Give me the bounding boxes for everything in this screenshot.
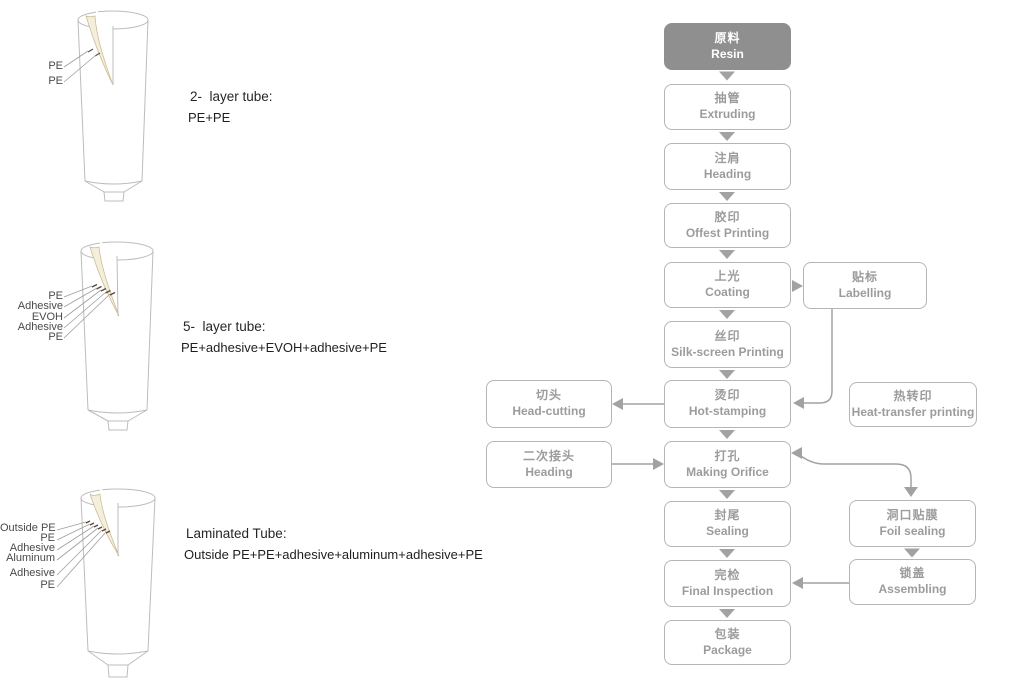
arrow-resin-extruding	[719, 71, 735, 81]
tube3-layer-label: Adhesive	[9, 542, 55, 554]
tube2-composition: PE+adhesive+EVOH+adhesive+PE	[181, 340, 387, 355]
flow-node-head-cutting-zh: 切头	[535, 388, 562, 403]
tube2-layer-label: PE	[48, 290, 63, 302]
flow-node-assembling-en: Assembling	[878, 582, 947, 596]
flow-node-heat-transfer-printing: 热转印 Heat-transfer printing	[849, 382, 977, 427]
flow-node-hot-stamping-zh: 烫印	[714, 388, 741, 403]
flow-node-sealing-en: Sealing	[706, 524, 749, 538]
flow-node-assembling: 锁盖 Assembling	[849, 559, 976, 605]
tube-2layer-drawing	[63, 10, 149, 202]
flow-node-package-en: Package	[703, 642, 752, 657]
tube3-layer-label: Outside PE	[0, 522, 56, 534]
tube3-layer-label: Aluminum	[6, 552, 55, 564]
flow-node-extruding-en: Extruding	[699, 107, 756, 121]
flow-node-silk-screen-en: Silk-screen Printing	[671, 344, 784, 359]
flow-node-coating-zh: 上光	[714, 269, 741, 284]
flow-node-sealing-zh: 封尾	[714, 508, 741, 523]
tube-laminated-drawing	[56, 488, 156, 678]
flow-node-silk-screen-printing: 丝印 Silk-screen Printing	[664, 321, 791, 368]
arrow-foil-assembling	[904, 548, 920, 558]
flow-node-heading-en: Heading	[703, 166, 752, 181]
flow-node-foil-sealing-zh: 洞口贴膜	[886, 507, 939, 522]
tube1-layer-label: PE	[48, 60, 63, 72]
flow-node-hot-stamping: 烫印 Hot-stamping	[664, 380, 791, 428]
arrow-extruding-heading	[719, 132, 735, 141]
flow-node-coating-en: Coating	[705, 285, 750, 299]
arrow-hotstamping-orifice	[719, 430, 735, 439]
tube3-layer-label: Adhesive	[9, 567, 55, 579]
tube1-title: 2- layer tube:	[190, 89, 273, 104]
flow-node-second-heading-en: Heading	[525, 464, 573, 479]
flow-node-making-orifice: 打孔 Making Orifice	[664, 441, 791, 488]
flow-node-heading: 注肩 Heading	[664, 143, 791, 190]
arrow-heading2-orifice	[612, 458, 664, 470]
flow-node-labelling-zh: 贴标	[851, 269, 878, 284]
tube2-title: 5- layer tube:	[183, 319, 266, 334]
flow-node-hot-stamping-en: Hot-stamping	[688, 404, 767, 418]
tube2-layer-label: EVOH	[31, 311, 63, 323]
flow-node-final-inspection-en: Final Inspection	[681, 583, 774, 598]
tube-5layer-drawing	[63, 241, 154, 431]
arrow-hotstamping-headcutting	[612, 398, 664, 410]
flow-node-second-heading-zh: 二次接头	[522, 448, 575, 463]
tube3-composition: Outside PE+PE+adhesive+aluminum+adhesive…	[184, 547, 483, 562]
flow-node-final-inspection-zh: 完检	[714, 567, 741, 582]
flow-node-sealing: 封尾 Sealing	[664, 501, 791, 547]
arrow-offset-coating	[719, 250, 735, 259]
tube3-title: Laminated Tube:	[186, 526, 287, 541]
arrow-inspection-package	[719, 609, 735, 618]
flow-node-heat-transfer-en: Heat-transfer printing	[851, 404, 975, 419]
arrow-labelling-hotstamping	[793, 309, 833, 409]
tube3-layer-label: PE	[40, 579, 55, 591]
flow-node-coating: 上光 Coating	[664, 262, 791, 308]
flow-node-heading-zh: 注肩	[714, 150, 741, 165]
tube2-layer-label: PE	[48, 331, 63, 343]
flow-node-extruding: 抽管 Extruding	[664, 84, 791, 130]
flow-node-making-orifice-zh: 打孔	[714, 448, 741, 463]
flow-node-package: 包装 Package	[664, 620, 791, 665]
tube3-layer-label: PE	[40, 532, 55, 544]
tube2-layer-label: Adhesive	[17, 321, 63, 333]
arrow-orifice-foilsealing	[791, 447, 918, 497]
arrow-orifice-sealing	[719, 490, 735, 499]
arrow-assembling-inspection	[792, 577, 849, 589]
flow-node-foil-sealing-en: Foil sealing	[879, 523, 946, 538]
arrow-coating-labelling	[792, 280, 803, 292]
arrow-heading-offset	[719, 192, 735, 201]
flow-node-head-cutting-en: Head-cutting	[512, 404, 586, 418]
arrow-sealing-inspection	[719, 549, 735, 558]
flow-node-final-inspection: 完检 Final Inspection	[664, 560, 791, 607]
flow-node-resin-zh: 原料	[714, 30, 741, 45]
flow-node-offset-printing: 胶印 Offest Printing	[664, 203, 791, 248]
flow-node-offset-printing-zh: 胶印	[714, 209, 741, 224]
arrow-coating-silk	[719, 310, 735, 319]
flow-node-second-heading: 二次接头 Heading	[486, 441, 612, 488]
flow-node-head-cutting: 切头 Head-cutting	[486, 380, 612, 428]
flow-node-foil-sealing: 洞口贴膜 Foil sealing	[849, 500, 976, 547]
flow-node-resin-en: Resin	[711, 46, 744, 61]
flow-node-package-zh: 包装	[714, 626, 741, 641]
flow-node-labelling: 贴标 Labelling	[803, 262, 927, 309]
tube2-layer-label: Adhesive	[17, 300, 63, 312]
arrow-silk-hotstamping	[719, 370, 735, 379]
flow-node-assembling-zh: 锁盖	[899, 566, 926, 581]
flow-node-heat-transfer-zh: 热转印	[893, 388, 933, 403]
flow-node-making-orifice-en: Making Orifice	[686, 464, 769, 479]
flow-node-extruding-zh: 抽管	[714, 91, 741, 106]
tube1-layer-label: PE	[48, 75, 63, 87]
flow-node-labelling-en: Labelling	[838, 285, 892, 300]
flow-node-offset-printing-en: Offest Printing	[685, 225, 770, 240]
flow-node-resin: 原料 Resin	[664, 23, 791, 70]
flow-node-silk-screen-zh: 丝印	[714, 328, 741, 343]
flow-arrows	[612, 71, 920, 618]
tube1-composition: PE+PE	[188, 110, 231, 125]
